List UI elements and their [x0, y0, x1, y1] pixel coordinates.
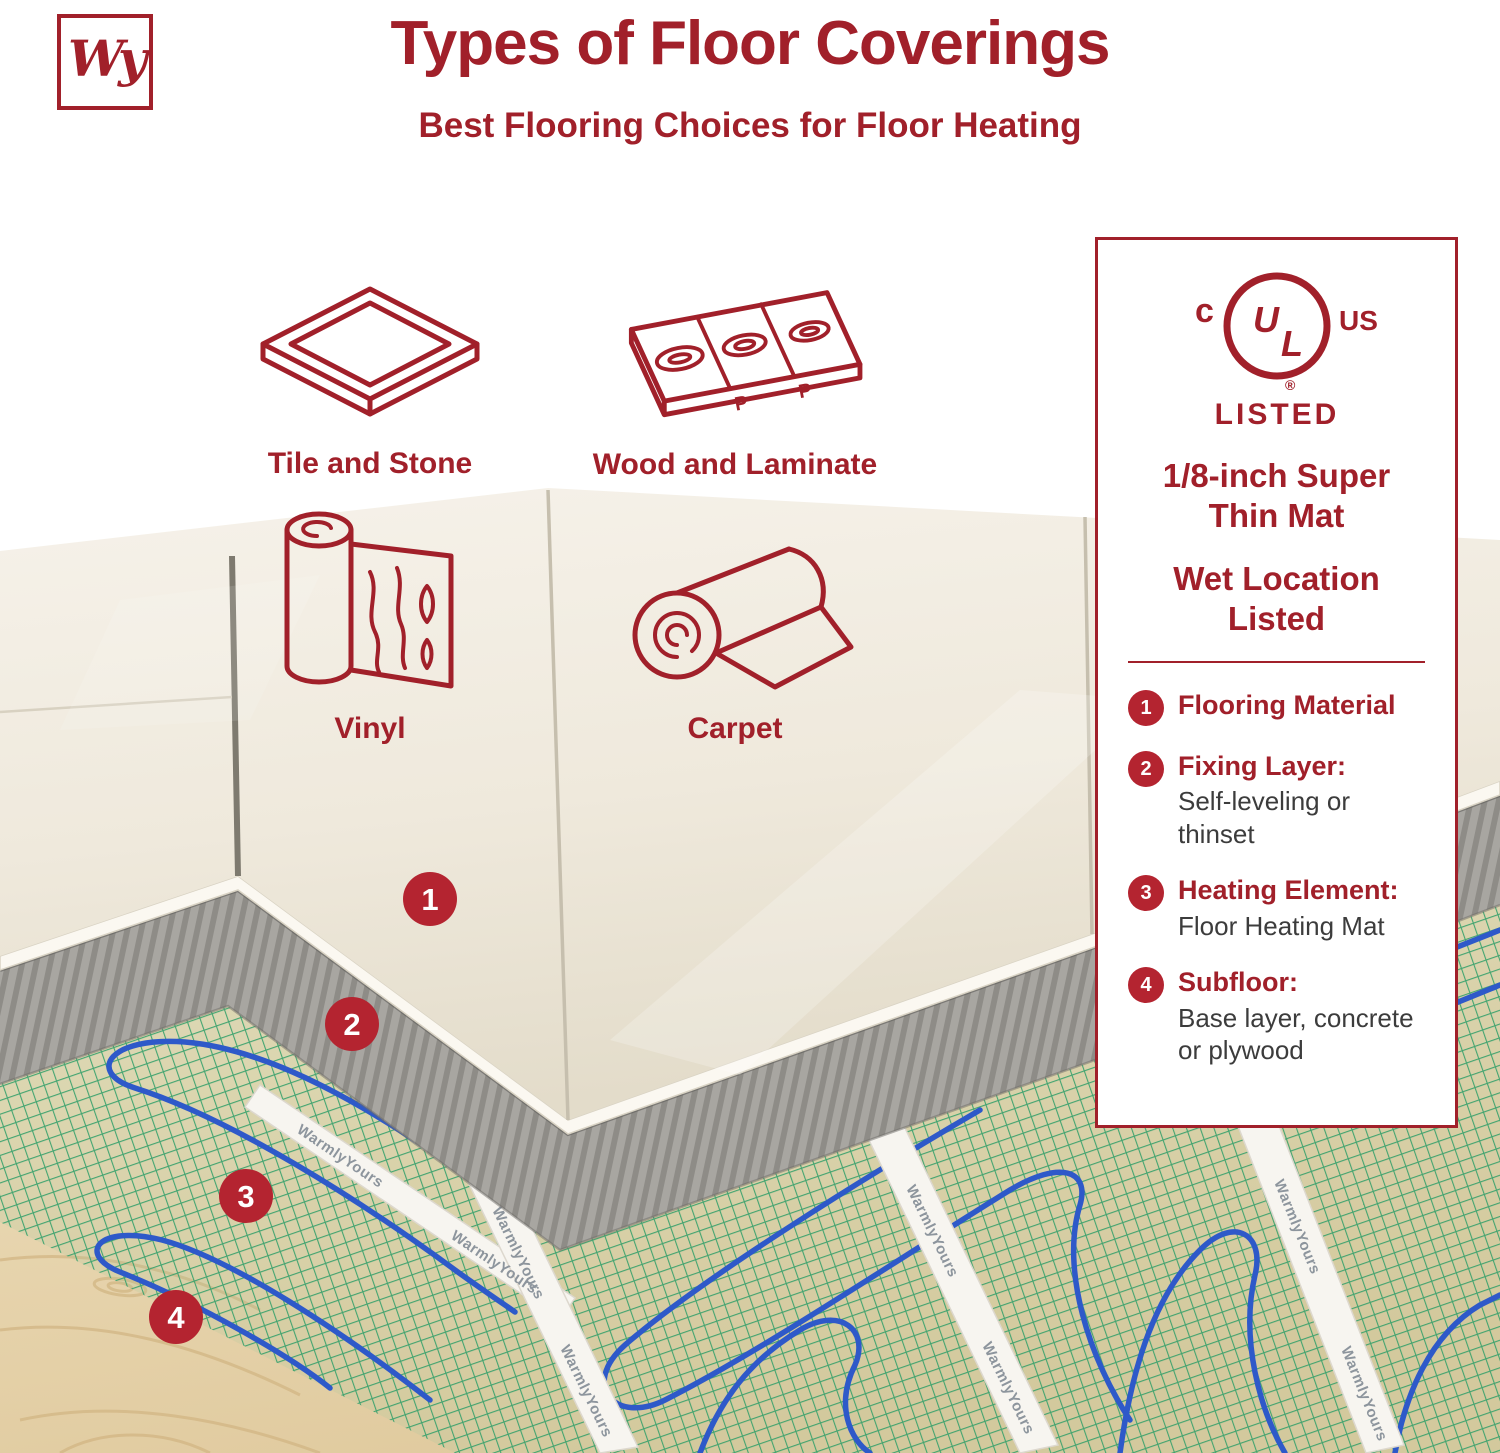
ul-letter-l: L	[1281, 323, 1303, 364]
feature-wet-location: Wet Location Listed	[1173, 559, 1380, 637]
heating-mat-layer	[0, 905, 1500, 1453]
svg-text:4: 4	[167, 1300, 185, 1335]
plank-clip-mark: P	[797, 379, 814, 403]
brand-monogram: Wy	[67, 28, 147, 88]
flooring-type-label: Carpet	[687, 712, 783, 745]
flooring-type-label: Tile and Stone	[267, 447, 473, 480]
svg-text:2: 2	[343, 1007, 360, 1042]
tile-and-stone-icon	[260, 286, 480, 417]
wood-and-laminate-icon: P P	[628, 290, 863, 418]
legend-item-title: Flooring Material	[1178, 690, 1396, 720]
legend-item-desc: Self-leveling or thinset	[1178, 786, 1350, 849]
plank-clip-mark: P	[733, 392, 750, 416]
legend-number-badge: 2	[1128, 751, 1164, 787]
legend-item-subfloor: 4 Subfloor: Base layer, concrete or plyw…	[1128, 966, 1425, 1066]
brand-logo: Wy	[57, 14, 153, 110]
page-title: Types of Floor Coverings	[390, 9, 1111, 78]
legend-number-badge: 1	[1128, 690, 1164, 726]
legend-item-title: Fixing Layer:	[1178, 751, 1347, 781]
svg-text:3: 3	[237, 1179, 254, 1214]
page-subtitle: Best Flooring Choices for Floor Heating	[418, 106, 1082, 145]
legend-number-badge: 4	[1128, 967, 1164, 1004]
ul-listed-logo: U L c US ® LISTED	[1195, 272, 1378, 431]
flooring-type-carpet: Carpet	[592, 515, 878, 746]
tile-sheen	[610, 690, 1150, 1075]
panel-divider	[1128, 661, 1425, 663]
ul-letter-u: U	[1253, 299, 1280, 340]
grout-lines	[0, 489, 1094, 1121]
ul-registered-mark: ®	[1285, 377, 1296, 393]
info-panel: U L c US ® LISTED 1/8-inch Super Thin Ma…	[1095, 237, 1458, 1128]
flooring-type-tile: Tile and Stone	[240, 283, 500, 481]
legend-item-desc: Base layer, concrete or plywood	[1178, 1002, 1414, 1066]
flooring-type-label: Wood and Laminate	[592, 448, 878, 481]
badge-3: 3	[219, 1169, 273, 1223]
tile-sheen	[60, 575, 320, 730]
legend-item-fixing-layer: 2 Fixing Layer: Self-leveling or thinset	[1128, 750, 1425, 850]
ul-listed-text: LISTED	[1214, 398, 1339, 431]
badge-1: 1	[403, 872, 457, 926]
feature-thin-mat: 1/8-inch Super Thin Mat	[1162, 457, 1391, 535]
legend-number-badge: 3	[1128, 875, 1164, 912]
badge-4: 4	[149, 1290, 203, 1344]
svg-text:1: 1	[421, 882, 438, 917]
layer-badges: 1 2 3 4	[149, 872, 457, 1344]
layer-legend: 1 Flooring Material 2 Fixing Layer: Self…	[1128, 689, 1425, 1091]
legend-item-flooring-material: 1 Flooring Material	[1128, 689, 1425, 726]
badge-2: 2	[325, 997, 379, 1051]
legend-item-title: Subfloor:	[1178, 967, 1298, 998]
legend-item-desc: Floor Heating Mat	[1178, 910, 1385, 941]
vinyl-icon	[284, 511, 454, 689]
ul-us-mark: US	[1339, 305, 1378, 336]
flooring-type-vinyl: Vinyl	[262, 500, 478, 746]
legend-item-heating-element: 3 Heating Element: Floor Heating Mat	[1128, 874, 1425, 942]
ul-c-mark: c	[1195, 292, 1214, 330]
legend-item-title: Heating Element:	[1178, 875, 1399, 906]
carpet-icon	[632, 546, 854, 690]
flooring-type-label: Vinyl	[334, 712, 406, 745]
flooring-type-wood: P P Wood and Laminate	[560, 281, 910, 482]
